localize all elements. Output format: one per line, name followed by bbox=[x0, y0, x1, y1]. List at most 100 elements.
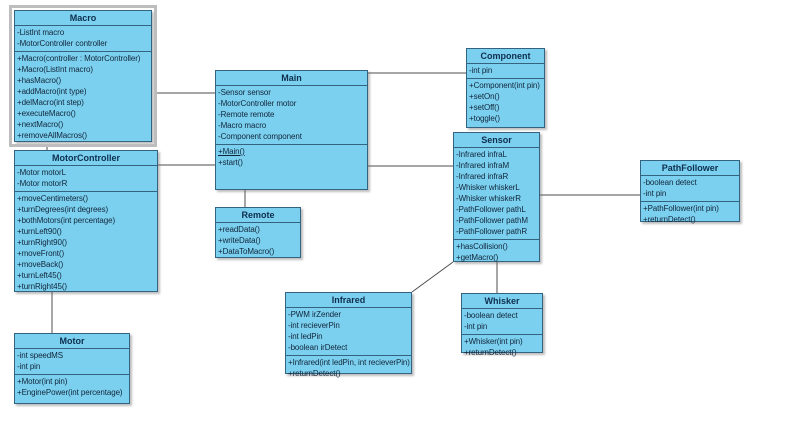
member-line: +getMacro() bbox=[456, 253, 499, 262]
member-line: -boolean detect bbox=[643, 178, 697, 187]
member-line: -Infrared infraR bbox=[456, 172, 509, 181]
class-methods: +moveCentimeters() +turnDegrees(int degre… bbox=[15, 191, 157, 294]
member-line: -int recieverPin bbox=[288, 321, 340, 330]
member-line: +executeMacro() bbox=[17, 109, 76, 118]
member-line: -Motor motorL bbox=[17, 168, 66, 177]
member-line: +turnRight90() bbox=[17, 238, 67, 247]
member-line: +EnginePower(int percentage) bbox=[17, 388, 123, 397]
class-attributes: -int pin bbox=[467, 63, 544, 78]
class-title: Infrared bbox=[331, 295, 366, 305]
member-line: -Motor motorR bbox=[17, 179, 68, 188]
member-line: -PWM irZender bbox=[288, 310, 341, 319]
class-box-motorcontroller[interactable]: MotorController -Motor motorL-Motor moto… bbox=[14, 150, 158, 292]
class-methods: +Main() +start() bbox=[216, 144, 367, 189]
class-attributes: -PWM irZender -int recieverPin -int ledPin… bbox=[286, 307, 411, 355]
class-methods: +Motor(int pin)+EnginePower(int percenta… bbox=[15, 374, 129, 403]
member-line: -Infrared infraL bbox=[456, 150, 507, 159]
member-line: -Infrared infraM bbox=[456, 161, 510, 170]
member-line: +setOff() bbox=[469, 103, 500, 112]
member-line: -PathFollower pathR bbox=[456, 227, 528, 236]
member-line: +turnLeft45() bbox=[17, 271, 62, 280]
member-line: -int ledPin bbox=[288, 332, 323, 341]
member-line: -int pin bbox=[464, 322, 488, 331]
member-line: -Sensor sensor bbox=[218, 88, 271, 97]
member-line: +nextMacro() bbox=[17, 120, 64, 129]
class-attributes: -Infrared infraL -Infrared infraM -Infrare… bbox=[454, 147, 539, 239]
class-methods: +PathFollower(int pin) +returnDetect() bbox=[641, 201, 739, 227]
member-line: -int speedMS bbox=[17, 351, 63, 360]
class-methods: +readData() +writeData() +DataToMacro() bbox=[216, 222, 300, 259]
class-attributes: -Sensor sensor -MotorController motor -Rem… bbox=[216, 85, 367, 144]
member-line: +returnDetect() bbox=[288, 369, 341, 378]
member-line: -int pin bbox=[643, 189, 667, 198]
member-line: -MotorController controller bbox=[17, 39, 108, 48]
member-line: +removeAllMacros() bbox=[17, 131, 87, 140]
member-line: +Component(int pin) bbox=[469, 81, 540, 90]
class-title: Component bbox=[480, 51, 531, 61]
member-line: -Component component bbox=[218, 132, 302, 141]
class-title: MotorController bbox=[52, 153, 120, 163]
class-methods: +Macro(controller : MotorController) +Mac… bbox=[15, 51, 151, 143]
class-title: Sensor bbox=[481, 135, 512, 145]
member-line: -int pin bbox=[17, 362, 41, 371]
class-box-main[interactable]: Main -Sensor sensor -MotorController moto… bbox=[215, 70, 368, 190]
class-box-macro[interactable]: Macro -ListInt macro -MotorController con… bbox=[9, 5, 157, 147]
member-line: +readData() bbox=[218, 225, 260, 234]
member-line: -Whisker whiskerL bbox=[456, 183, 520, 192]
member-line: -MotorController motor bbox=[218, 99, 297, 108]
member-line: -PathFollower pathL bbox=[456, 205, 526, 214]
member-line: +setOn() bbox=[469, 92, 500, 101]
class-attributes: -Motor motorL -Motor motorR bbox=[15, 165, 157, 191]
member-line: +Whisker(int pin) bbox=[464, 337, 523, 346]
member-line: -ListInt macro bbox=[17, 28, 65, 37]
member-line: +delMacro(int step) bbox=[17, 98, 84, 107]
member-line: +hasCollision() bbox=[456, 242, 508, 251]
member-line: +DataToMacro() bbox=[218, 247, 275, 256]
member-line: -Macro macro bbox=[218, 121, 267, 130]
member-line: +Infrared(int ledPin, int recieverPin) bbox=[288, 358, 410, 367]
member-line: +PathFollower(int pin) bbox=[643, 204, 719, 213]
member-line: -Remote remote bbox=[218, 110, 275, 119]
member-line: +Macro(controller : MotorController) bbox=[17, 54, 141, 63]
class-box-motor[interactable]: Motor -int speedMS -int pin +Motor(int pi… bbox=[14, 333, 130, 404]
class-title: Macro bbox=[69, 13, 97, 23]
class-box-pathfollower[interactable]: PathFollower -boolean detect -int pin +Pa… bbox=[640, 160, 740, 224]
class-box-component[interactable]: Component -int pin +Component(int pin) +s… bbox=[466, 48, 545, 128]
member-line: +turnLeft90() bbox=[17, 227, 62, 236]
class-attributes: -boolean detect-int pin bbox=[462, 308, 542, 334]
member-line: +returnDetect() bbox=[464, 348, 517, 357]
class-attributes: -int speedMS -int pin bbox=[15, 348, 129, 374]
member-line: +turnDegrees(int degrees) bbox=[17, 205, 109, 214]
member-line: +Macro(ListInt macro) bbox=[17, 65, 93, 74]
member-line: +writeData() bbox=[218, 236, 261, 245]
connector-sensor-infrared[interactable] bbox=[411, 261, 454, 293]
class-attributes: -ListInt macro -MotorController controlle… bbox=[15, 25, 151, 51]
class-title: Whisker bbox=[484, 296, 520, 306]
member-line: -boolean irDetect bbox=[288, 343, 348, 352]
member-line: +Main() bbox=[218, 147, 245, 156]
class-methods: +hasCollision() +getMacro() bbox=[454, 239, 539, 265]
member-line: -int pin bbox=[469, 66, 493, 75]
member-line: +bothMotors(int percentage) bbox=[17, 216, 116, 225]
class-title: Main bbox=[281, 73, 302, 83]
class-methods: +Component(int pin) +setOn() +setOff() +tog… bbox=[467, 78, 544, 127]
member-line: +toggle() bbox=[469, 114, 500, 123]
member-line: +start() bbox=[218, 158, 243, 167]
class-title: PathFollower bbox=[661, 163, 719, 173]
member-line: +moveFront() bbox=[17, 249, 65, 258]
class-title: Remote bbox=[241, 210, 275, 220]
class-box-infrared[interactable]: Infrared -PWM irZender -int recieverPin -i… bbox=[285, 292, 412, 378]
member-line: +moveCentimeters() bbox=[17, 194, 88, 203]
member-line: +hasMacro() bbox=[17, 76, 62, 85]
member-line: -Whisker whiskerR bbox=[456, 194, 521, 203]
member-line: +addMacro(int type) bbox=[17, 87, 87, 96]
class-methods: +Infrared(int ledPin, int recieverPin) +r… bbox=[286, 355, 411, 381]
member-line: -PathFollower pathM bbox=[456, 216, 528, 225]
member-line: +returnDetect() bbox=[643, 215, 696, 224]
class-box-remote[interactable]: Remote +readData() +writeData() +DataToMac… bbox=[215, 207, 301, 258]
class-box-sensor[interactable]: Sensor -Infrared infraL-Infrared infraM-… bbox=[453, 132, 540, 262]
class-box-whisker[interactable]: Whisker -boolean detect-int pin +Whisker… bbox=[461, 293, 543, 357]
class-title: Motor bbox=[59, 336, 85, 346]
